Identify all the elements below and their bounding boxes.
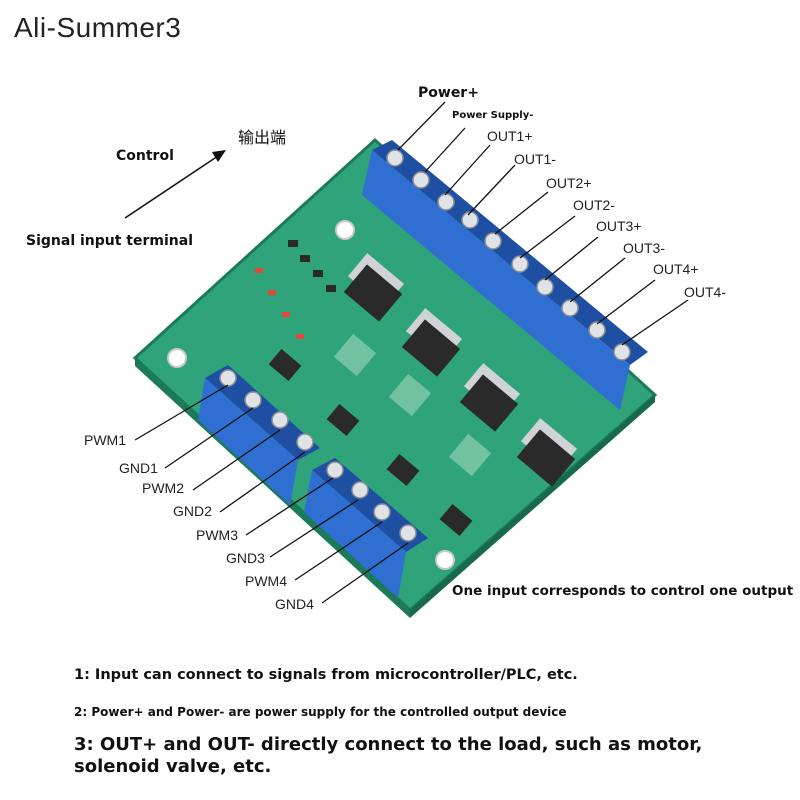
control-arrow-icon xyxy=(124,150,226,219)
input-leader-lines xyxy=(134,384,409,604)
label-out1-plus: OUT1+ xyxy=(487,128,533,144)
signal-input-terminal-label: Signal input terminal xyxy=(26,233,194,249)
output-terminal-chinese-label: 输出端 xyxy=(238,128,287,147)
power-plus-label: Power+ xyxy=(418,85,479,101)
mounting-hole xyxy=(167,348,187,368)
label-out4-plus: OUT4+ xyxy=(653,261,699,277)
pcb-traces xyxy=(333,333,492,477)
label-out2-plus: OUT2+ xyxy=(546,175,592,191)
mosfet-2 xyxy=(401,308,463,377)
output-terminal-block xyxy=(362,140,648,410)
note-2: 2: Power+ and Power- are power supply fo… xyxy=(74,705,567,719)
label-out3-minus: OUT3- xyxy=(623,240,665,256)
note-1: 1: Input can connect to signals from mic… xyxy=(74,667,578,683)
mounting-hole xyxy=(435,550,455,570)
mosfet-3 xyxy=(459,363,521,432)
pcb-board-edge-right xyxy=(410,395,655,618)
one-input-note: One input corresponds to control one out… xyxy=(452,583,794,599)
label-gnd1: GND1 xyxy=(119,460,158,476)
label-pwm4: PWM4 xyxy=(245,573,287,589)
label-gnd4: GND4 xyxy=(275,596,314,612)
label-pwm3: PWM3 xyxy=(196,527,238,543)
mosfet-4 xyxy=(516,418,578,487)
label-gnd3: GND3 xyxy=(226,550,265,566)
power-supply-minus-label: Power Supply- xyxy=(452,110,534,121)
optocoupler-chips xyxy=(268,348,473,537)
control-label: Control xyxy=(116,148,174,164)
brand-watermark: Ali-Summer3 xyxy=(14,12,182,43)
note-3: 3: OUT+ and OUT- directly connect to the… xyxy=(74,734,703,777)
input-terminal-block-2 xyxy=(304,458,428,598)
label-gnd2: GND2 xyxy=(173,503,212,519)
output-leader-lines xyxy=(397,101,689,346)
led-indicators xyxy=(255,268,304,339)
input-terminal-block-1 xyxy=(198,365,320,505)
label-pwm2: PWM2 xyxy=(142,480,184,496)
label-out3-plus: OUT3+ xyxy=(596,218,642,234)
label-out1-minus: OUT1- xyxy=(514,151,556,167)
input-terminal-screws xyxy=(219,369,417,542)
output-terminal-screws xyxy=(386,149,631,361)
label-out4-minus: OUT4- xyxy=(684,284,726,300)
smd-components xyxy=(288,240,336,292)
mosfet-1 xyxy=(343,253,405,322)
label-out2-minus: OUT2- xyxy=(573,197,615,213)
label-pwm1: PWM1 xyxy=(84,432,126,448)
mounting-hole xyxy=(335,220,355,240)
